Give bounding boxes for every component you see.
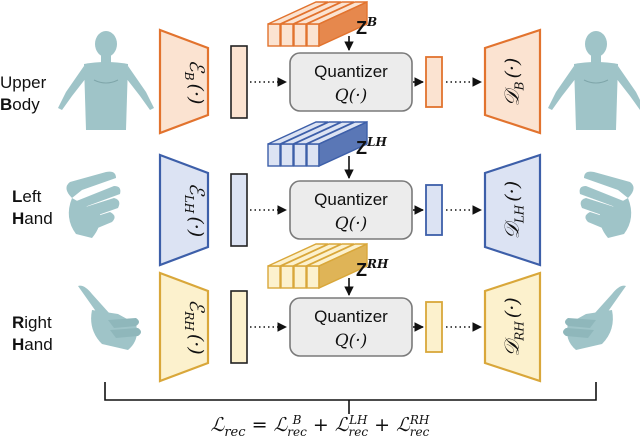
quantizer-label-rh: Quantizer [314, 307, 388, 326]
loss-lhs-sub: rec [224, 424, 246, 440]
label-right-hand-line2: and [24, 335, 53, 354]
left-hand-mesh-icon [579, 171, 634, 238]
decoder-rh [483, 271, 542, 383]
decoder-arg-lh: (·) [502, 181, 524, 202]
quantizer-fn-body: Q(·) [335, 86, 368, 106]
label-upper-body: Upper Body [0, 72, 46, 116]
loss-term-rh-sub: rec [409, 425, 430, 439]
label-left-hand-bold1: L [12, 187, 23, 206]
codebook-cell-lh [293, 143, 307, 167]
latent-input-lh [230, 173, 248, 247]
loss-term-body: ℒ [273, 414, 288, 436]
decoder-body [483, 28, 542, 135]
label-right-hand-bold1: R [12, 313, 25, 332]
right-hand-mesh-icon [563, 285, 626, 350]
codebook-cell-rh [267, 265, 281, 289]
encoder-sub-body: B [182, 71, 196, 81]
label-right-hand-line1: ight [24, 313, 52, 332]
label-right-hand: Right Hand [12, 312, 53, 356]
encoder-lh [158, 153, 210, 267]
quantizer-lh [289, 180, 413, 240]
encoder-arg-body: (·) [185, 84, 207, 105]
codebook-sup-lh: LH [366, 135, 387, 149]
latent-input-rh [230, 290, 248, 364]
encoder-sub-rh: RH [182, 310, 196, 331]
codebook-label-rh: ZRH [356, 257, 389, 280]
loss-term-lh: ℒ [334, 414, 349, 436]
encoder-arg-lh: (·) [185, 216, 207, 237]
codebook-side-rh [318, 242, 368, 290]
label-right-hand-bold2: H [12, 335, 25, 354]
quantizer-fn-rh: Q(·) [335, 331, 368, 351]
quantizer-label-body: Quantizer [314, 62, 388, 81]
upper-body-mesh-icon [548, 31, 640, 130]
codebook-cell-rh [280, 265, 294, 289]
upper-body-mesh-icon [58, 31, 154, 130]
decoder-sub-lh: LH [513, 204, 527, 224]
codebook-cell-body [306, 23, 320, 47]
loss-term-lh-sup: LH [349, 413, 368, 427]
decoder-sub-rh: RH [513, 321, 527, 342]
codebook-cell-lh [280, 143, 294, 167]
label-left-hand-bold2: H [12, 209, 25, 228]
codebook-cell-rh [306, 265, 320, 289]
codebook-lh [267, 120, 368, 168]
encoder-rh [158, 271, 210, 383]
decoder-sub-body: B [513, 81, 527, 91]
encoder-arg-rh: (·) [185, 334, 207, 355]
codebook-label-lh: ZLH [356, 135, 387, 158]
loss-term-rh: ℒ [396, 414, 410, 436]
decoder-arg-body: (·) [502, 58, 524, 79]
loss-term-body-sup: B [292, 413, 302, 427]
latent-quantized-lh [425, 184, 443, 236]
label-upper-body-line2: ody [12, 95, 40, 114]
loss-term-rh-sup: RH [409, 413, 430, 427]
encoder-sub-lh: LH [182, 194, 196, 214]
codebook-side-lh [318, 120, 368, 168]
codebook-cell-lh [306, 143, 320, 167]
quantizer-fn-lh: Q(·) [335, 214, 368, 234]
label-upper-body-bold2: B [0, 95, 13, 114]
codebook-side-body [318, 0, 368, 48]
codebook-sup-body: B [366, 15, 377, 29]
codebook-body [267, 0, 368, 48]
quantizer-rh [289, 297, 413, 357]
encoder-label-lh: ℰLH(·) [182, 183, 209, 237]
loss-plus-2: + [374, 414, 391, 436]
quantizer-body [289, 52, 413, 112]
codebook-sup-rh: RH [366, 257, 389, 271]
label-left-hand-line1: eft [22, 187, 42, 206]
label-left-hand: Left Hand [12, 186, 53, 230]
right-hand-mesh-icon [78, 285, 141, 350]
loss-bracket [104, 382, 597, 414]
label-left-hand-line2: and [24, 209, 53, 228]
codebook-label-body: ZB [356, 15, 377, 38]
codebook-cell-body [267, 23, 281, 47]
decoder-lh [483, 153, 542, 267]
loss-lhs: ℒ [210, 414, 225, 436]
latent-quantized-rh [425, 301, 443, 353]
quantizer-label-lh: Quantizer [314, 190, 388, 209]
loss-term-lh-sub: rec [348, 425, 369, 439]
loss-eq: = [251, 414, 268, 436]
encoder-body [158, 28, 210, 135]
label-upper-body-line1: Upper [0, 73, 47, 92]
codebook-cell-body [280, 23, 294, 47]
codebook-cell-rh [293, 265, 307, 289]
left-hand-mesh-icon [66, 171, 121, 238]
loss-term-body-sub: rec [287, 425, 307, 439]
decoder-arg-rh: (·) [502, 297, 524, 318]
codebook-cell-body [293, 23, 307, 47]
loss-plus-1: + [312, 414, 329, 436]
codebook-rh [267, 242, 368, 290]
codebook-cell-lh [267, 143, 281, 167]
latent-quantized-body [425, 56, 443, 108]
decoder-label-lh: 𝒟LH(·) [500, 181, 527, 239]
latent-input-body [230, 45, 248, 119]
